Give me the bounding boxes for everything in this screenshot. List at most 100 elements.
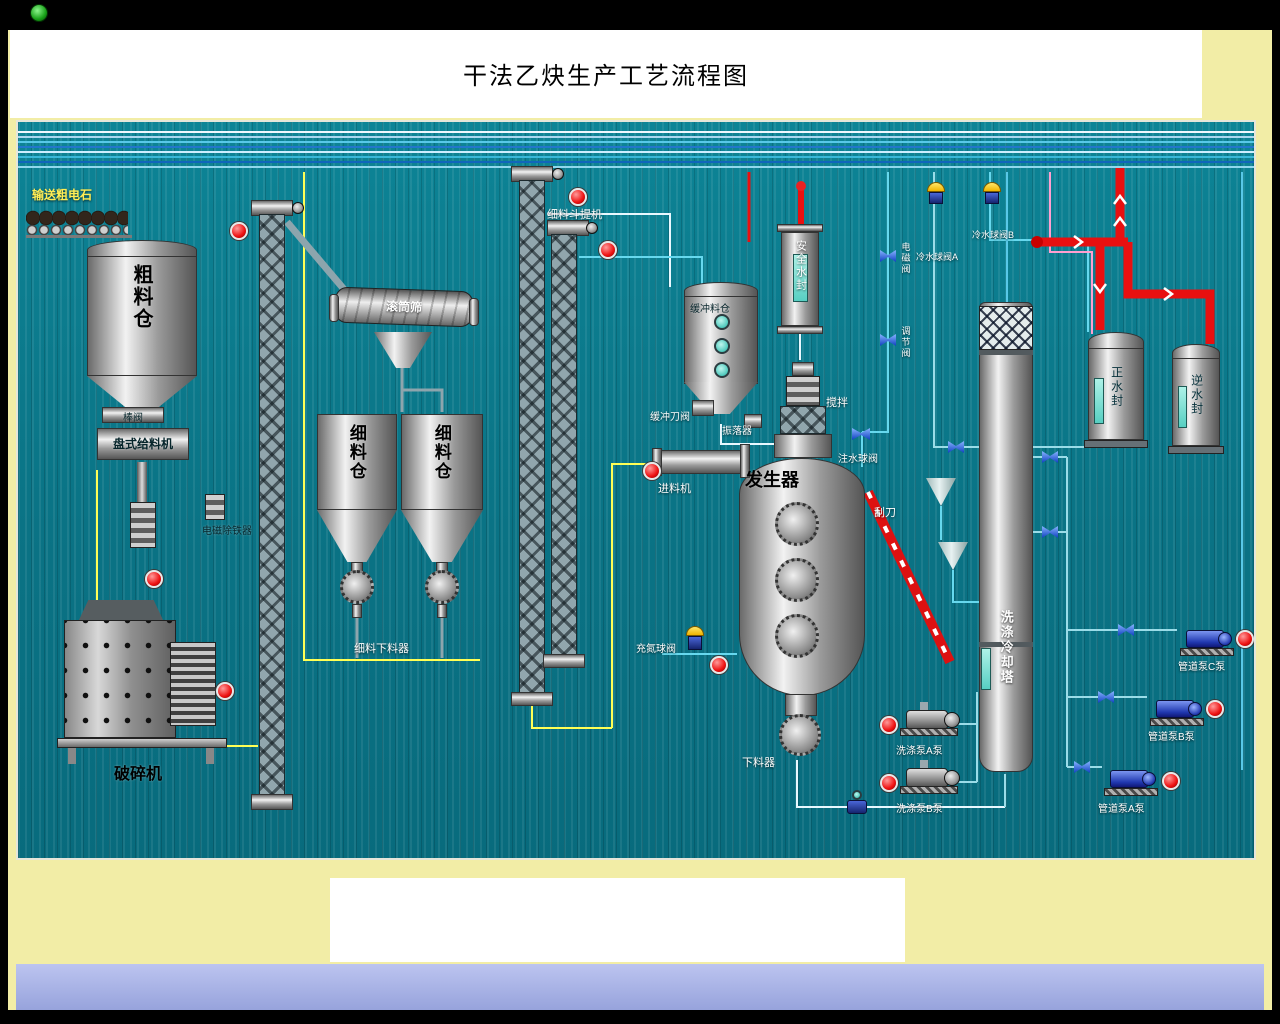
status-indicator[interactable] (230, 222, 248, 240)
discharger-label: 下料器 (742, 757, 775, 769)
fine-silo-1-body (317, 414, 397, 510)
feeder-motor[interactable] (130, 502, 156, 548)
status-indicator[interactable] (1162, 772, 1180, 790)
hmi-frame: 干法乙炔生产工艺流程图 (8, 30, 1272, 1010)
washing-tower-window (981, 648, 991, 690)
gate-valve[interactable] (1042, 451, 1058, 463)
status-indicator[interactable] (880, 774, 898, 792)
reverse-seal-window (1178, 386, 1187, 428)
chutes (284, 219, 444, 658)
washing-pump-b[interactable] (906, 768, 948, 788)
elevator2-boot (511, 692, 553, 706)
status-indicator[interactable] (1206, 700, 1224, 718)
gate-valve[interactable] (1074, 761, 1090, 773)
generator-manhole (775, 502, 819, 546)
disc-feeder[interactable]: 盘式给料机 (97, 428, 189, 460)
solenoid-valve[interactable] (880, 250, 896, 262)
pipeline-pump-c-label: 管道泵C泵 (1178, 662, 1226, 673)
status-indicator[interactable] (643, 462, 661, 480)
solenoid-valve-label: 电磁阀 (900, 242, 911, 275)
status-indicator[interactable] (599, 241, 617, 259)
bottom-bar (16, 964, 1264, 1010)
conveyor-frame (26, 235, 132, 238)
washing-pump-a-motor (944, 712, 960, 728)
gate-valve[interactable] (1042, 526, 1058, 538)
water-injection-valve-label: 注水球阀 (838, 454, 878, 465)
nitrogen-valve[interactable] (688, 636, 702, 650)
shaker-label: 振落器 (722, 426, 752, 437)
scraper-label: 刮刀 (874, 507, 896, 519)
bucket-elevator-1 (259, 214, 285, 802)
washing-tower-band (979, 350, 1033, 355)
cold-water-valve-b[interactable] (985, 192, 999, 204)
reverse-seal-base (1168, 446, 1224, 454)
crusher-leg-right (206, 748, 214, 764)
buffer-knife-valve[interactable] (692, 400, 714, 416)
positive-seal-base (1084, 440, 1148, 448)
agitator-motor[interactable] (786, 376, 820, 406)
page-title: 干法乙炔生产工艺流程图 (463, 64, 749, 90)
gate-valve[interactable] (1098, 691, 1114, 703)
safety-seal-top-flange (777, 224, 823, 232)
drum-cap-right (469, 298, 479, 326)
status-indicator[interactable] (1236, 630, 1254, 648)
conveyor-label: 输送粗电石 (32, 188, 93, 202)
feeder-shaft (137, 462, 147, 504)
regulating-valve-label: 调节阀 (900, 326, 911, 359)
pipeline-pump-a-base (1104, 788, 1158, 796)
cold-water-valve-b-label: 冷水球阀B (972, 230, 1015, 240)
cold-water-valve-a[interactable] (929, 192, 943, 204)
crusher-label: 破碎机 (114, 766, 163, 783)
buffer-sight-glass (714, 314, 730, 330)
status-indicator[interactable] (569, 188, 587, 206)
rod-valve[interactable]: 棒阀 (102, 407, 164, 424)
drain-valve[interactable] (847, 800, 867, 814)
magnetic-iron-remover[interactable] (205, 494, 225, 520)
washing-tower-band (979, 642, 1033, 647)
crusher-body[interactable] (64, 620, 176, 738)
nitrogen-valve-label: 充氮球阀 (636, 644, 676, 655)
shaker-device[interactable] (744, 414, 762, 428)
pipeline-pump-c-base (1180, 648, 1234, 656)
coarse-silo-body (87, 256, 197, 376)
crusher-leg-left (68, 748, 76, 764)
gate-valve[interactable] (1118, 624, 1134, 636)
washing-pump-a[interactable] (906, 710, 948, 730)
drum-cap-left (329, 294, 339, 322)
status-indicator[interactable] (216, 682, 234, 700)
positive-seal-window (1094, 378, 1104, 424)
conveyor-rollers (26, 224, 128, 236)
status-indicator[interactable] (710, 656, 728, 674)
elevator1-motor (292, 202, 304, 214)
pipeline-pump-b-label: 管道泵B泵 (1148, 732, 1195, 743)
flow-arrows (1073, 193, 1175, 301)
buffer-silo-label: 缓冲料仓 (690, 304, 730, 315)
bucket-elevator-3 (551, 234, 577, 662)
fine-discharger-label: 细料下料器 (354, 643, 409, 655)
bucket-elevator-2 (519, 180, 545, 700)
buffer-sight-glass (714, 362, 730, 378)
pipe-header (18, 131, 1254, 168)
pipeline-pump-a-label: 管道泵A泵 (1098, 804, 1145, 815)
washing-tower-packing (979, 306, 1033, 350)
washing-tower-label: 洗涤冷却塔 (998, 610, 1014, 685)
generator-label: 发生器 (745, 470, 799, 490)
discharger-flange[interactable] (779, 714, 821, 756)
pipeline-pump-b-base (1150, 718, 1204, 726)
status-indicator[interactable] (880, 716, 898, 734)
generator-manhole (775, 614, 819, 658)
fine-bucket-elevator-label: 细料斗提机 (547, 209, 602, 221)
crusher-rollers (170, 642, 216, 726)
status-indicator[interactable] (145, 570, 163, 588)
screw-feeder-body[interactable] (658, 450, 744, 474)
gate-valve[interactable] (948, 441, 964, 453)
agitator-gearbox (780, 406, 826, 434)
drain-valve-indicator (852, 790, 862, 800)
water-injection-valve[interactable] (852, 428, 870, 440)
pipes-layer (18, 131, 1254, 808)
regulating-valve[interactable] (880, 334, 896, 346)
carbide-lumps (26, 210, 128, 226)
washing-pump-b-base (900, 786, 958, 794)
rod-valve-label: 棒阀 (123, 413, 143, 424)
